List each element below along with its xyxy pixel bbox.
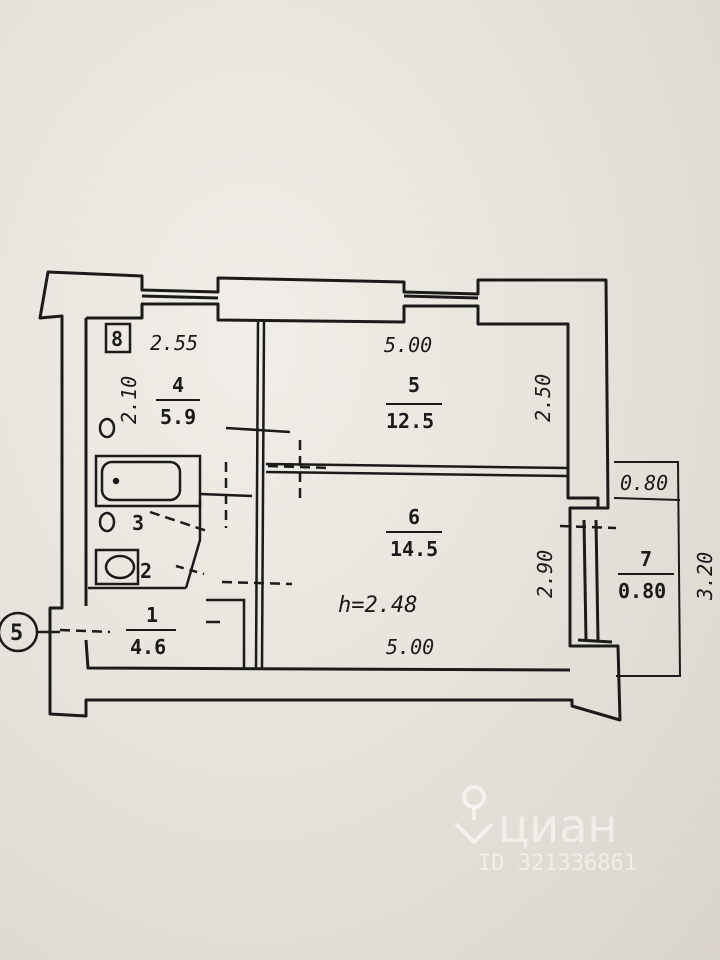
openings	[59, 426, 617, 634]
bathtub-outer	[94, 454, 202, 508]
room-3-number: 3	[132, 511, 144, 535]
room-1-number: 1	[146, 603, 158, 627]
opening-mark-1	[225, 426, 291, 434]
opening-mark-6	[221, 580, 293, 586]
room-7-area: 0.80	[618, 579, 666, 603]
balcony-box-outline	[614, 461, 682, 677]
cian-logo-icon	[454, 785, 494, 845]
sink-icon-lower	[98, 511, 116, 533]
opening-mark-7	[149, 510, 211, 534]
axis-marker-label: 5	[10, 621, 23, 646]
room-5-area: 12.5	[386, 409, 434, 433]
ceiling-height-label: h=2.48	[338, 593, 417, 618]
room-5-depth-label: 2.50	[531, 374, 555, 422]
watermark-brand: циан	[498, 799, 617, 853]
room-4-depth-label: 2.10	[117, 376, 141, 424]
room-2-number: 2	[140, 559, 152, 583]
partition-horizontal-b	[265, 470, 569, 478]
outer-walls	[38, 270, 622, 722]
room-7-width-label: 0.80	[620, 471, 668, 495]
balcony-window-bottom	[577, 638, 613, 644]
room-4-area: 5.9	[160, 405, 196, 429]
window-line-2	[403, 294, 479, 300]
opening-mark-10	[59, 628, 111, 634]
bathtub-drain-icon	[112, 477, 120, 485]
entry-partition	[206, 598, 246, 668]
bath-wall-slant	[184, 500, 202, 589]
room-7-number: 7	[640, 547, 652, 571]
room-4-number: 4	[172, 373, 184, 397]
balcony-window-right	[594, 519, 600, 641]
room-6-area: 14.5	[390, 537, 438, 561]
room-6-number: 6	[408, 505, 420, 529]
room-4-width-label: 2.55	[150, 331, 198, 355]
room-5-number: 5	[408, 373, 420, 397]
balcony-window-left	[582, 519, 588, 641]
window-line-1	[141, 294, 219, 300]
bathtub-inner-icon	[100, 460, 182, 502]
room-5-width-label: 5.00	[384, 333, 432, 357]
outer-wall-outline	[38, 270, 622, 722]
room-6-width-label: 5.00	[386, 635, 434, 659]
toilet-icon	[104, 554, 136, 580]
fixtures	[94, 417, 202, 586]
room-1-area: 4.6	[130, 635, 166, 659]
opening-mark-8	[175, 564, 205, 576]
balcony-dimension-box	[613, 461, 682, 677]
partitions	[88, 321, 569, 669]
inner-wall-bottom	[84, 318, 571, 672]
balcony-box-divider	[613, 497, 681, 501]
sink-icon-upper	[98, 417, 116, 439]
opening-mark-4	[267, 464, 331, 470]
stair-marker-label: 8	[111, 327, 123, 351]
room-6-depth-label: 2.90	[533, 550, 557, 598]
opening-mark-9	[559, 524, 617, 530]
partition-vertical-b	[260, 321, 266, 669]
watermark-id: ID 321336861	[478, 851, 637, 876]
room-7-depth-label: 3.20	[693, 552, 717, 601]
watermark: циан ID 321336861	[454, 785, 637, 876]
partition-vertical-a	[254, 321, 260, 669]
inner-wall-outline	[86, 302, 600, 508]
toilet-tank	[94, 548, 140, 586]
partition-horizontal-a	[265, 462, 569, 470]
stair-marker-box	[104, 322, 132, 354]
opening-mark-3	[199, 492, 253, 498]
